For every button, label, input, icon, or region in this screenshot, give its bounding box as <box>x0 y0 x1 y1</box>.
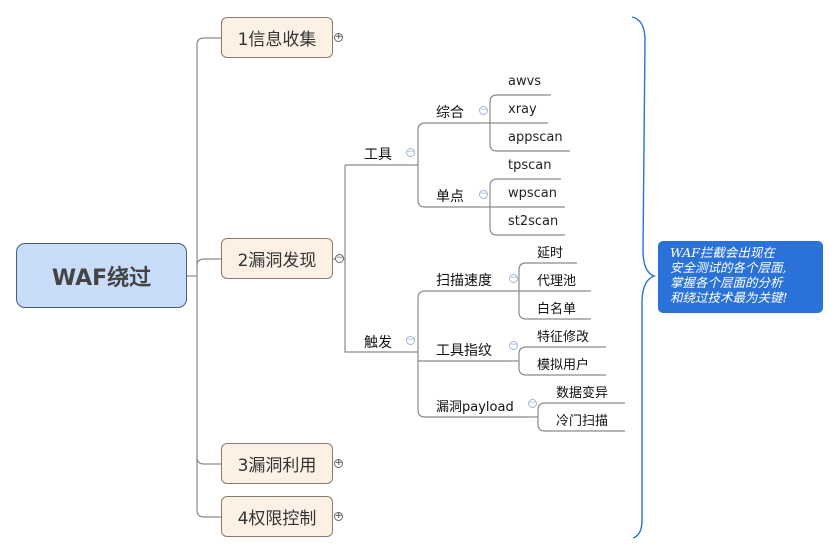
subtopic-tool-fingerprint[interactable]: 工具指纹 <box>436 343 492 359</box>
subtopic-trigger[interactable]: 触发 <box>364 335 392 351</box>
leaf-topic[interactable]: 延时 <box>537 246 564 261</box>
expand-icon[interactable]: + <box>334 32 343 42</box>
subtopic-single-point[interactable]: 单点 <box>436 189 464 205</box>
leaf-topic[interactable]: xray <box>508 102 537 117</box>
subtopic-vuln-payload[interactable]: 漏洞payload <box>436 400 514 415</box>
connector-main-2 <box>196 258 221 267</box>
leaf-topic[interactable]: 模拟用户 <box>537 358 590 373</box>
leaf-topic[interactable]: awvs <box>508 74 542 89</box>
collapse-icon[interactable]: − <box>479 105 488 115</box>
collapse-icon[interactable]: − <box>528 398 537 408</box>
leaf-topic[interactable]: appscan <box>508 130 563 145</box>
connector-fingerprint-leaves <box>518 346 606 376</box>
expand-icon[interactable]: + <box>334 458 343 468</box>
collapse-icon[interactable]: − <box>335 253 344 263</box>
callout-line: 和绕过技术最为关键! <box>670 290 788 305</box>
collapse-icon[interactable]: − <box>406 147 415 157</box>
collapse-icon[interactable]: − <box>479 189 488 199</box>
subtopic-tools[interactable]: 工具 <box>364 147 392 163</box>
connector-dandian-leaves <box>489 178 565 236</box>
callout-line: 安全测试的各个层面, <box>670 260 787 275</box>
main-topic-privilege-control[interactable]: 4权限控制 <box>221 496 333 537</box>
leaf-topic[interactable]: 特征修改 <box>537 330 590 345</box>
main-topic-vuln-discovery[interactable]: 2漏洞发现 <box>221 238 333 279</box>
leaf-topic[interactable]: 冷门扫描 <box>556 414 609 429</box>
collapse-icon[interactable]: − <box>509 340 518 350</box>
connector-zonghe-leaves <box>489 94 570 152</box>
connector-trunk <box>196 37 221 518</box>
connector-discovery-branch <box>344 164 410 353</box>
connector-tools-branch <box>417 122 483 208</box>
leaf-topic[interactable]: tpscan <box>508 158 552 173</box>
leaf-topic[interactable]: 数据变异 <box>556 386 609 401</box>
collapse-icon[interactable]: − <box>406 335 415 345</box>
callout-line: 掌握各个层面的分析 <box>670 275 783 290</box>
callout-line: WAF拦截会出现在 <box>670 245 775 260</box>
leaf-topic[interactable]: wpscan <box>508 186 558 201</box>
leaf-topic[interactable]: st2scan <box>508 214 559 229</box>
collapse-icon[interactable]: − <box>509 273 518 283</box>
subtopic-scan-speed[interactable]: 扫描速度 <box>436 273 492 289</box>
leaf-topic[interactable]: 代理池 <box>537 274 577 289</box>
summary-brace <box>631 16 657 539</box>
expand-icon[interactable]: + <box>334 511 343 521</box>
subtopic-comprehensive[interactable]: 综合 <box>436 105 464 121</box>
main-topic-exploitation[interactable]: 3漏洞利用 <box>221 443 333 484</box>
connector-main-3 <box>196 456 221 465</box>
connector-payload-leaves <box>537 402 625 432</box>
central-topic[interactable]: WAF绕过 <box>16 243 187 308</box>
connector-trigger-branch <box>417 290 530 418</box>
connector-scanspeed-leaves <box>518 262 591 320</box>
main-topic-info-gathering[interactable]: 1信息收集 <box>221 17 333 58</box>
summary-callout[interactable]: WAF拦截会出现在 安全测试的各个层面, 掌握各个层面的分析 和绕过技术最为关键… <box>658 241 823 313</box>
leaf-topic[interactable]: 白名单 <box>537 302 577 317</box>
